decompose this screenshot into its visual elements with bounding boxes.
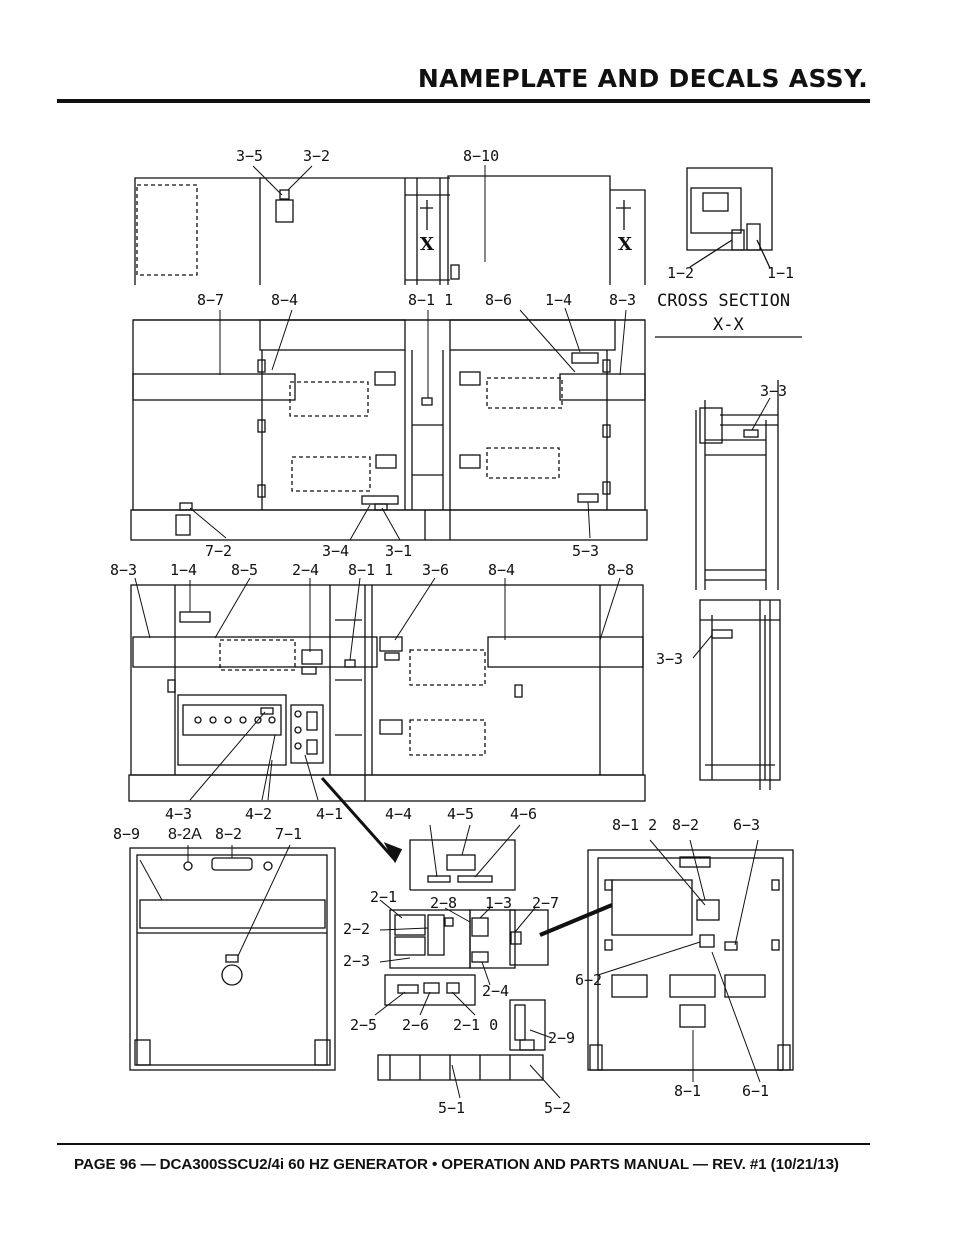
section-caption: CROSS SECTION	[657, 291, 790, 311]
callout-5-3: 5−3	[572, 542, 599, 560]
callout-2-5: 2−5	[350, 1016, 377, 1034]
callout-6-1: 6−1	[742, 1082, 769, 1100]
callout-8-11: 8−1 1	[408, 291, 453, 309]
callout-5-2: 5−2	[544, 1099, 571, 1117]
panel-detail-drawing	[377, 839, 549, 1081]
leader-lines	[134, 165, 771, 1099]
callout-2-3: 2−3	[343, 952, 370, 970]
end-view-lower-drawing	[699, 599, 781, 790]
callout-8-3: 8−3	[609, 291, 636, 309]
callout-2-4-b: 2−4	[482, 982, 509, 1000]
callout-1-4: 1−4	[545, 291, 572, 309]
callout-8-5: 8−5	[231, 561, 258, 579]
callout-1-4-b: 1−4	[170, 561, 197, 579]
page-footer: PAGE 96 — DCA300SSCU2/4i 60 HZ GENERATOR…	[74, 1156, 839, 1173]
header-rule	[57, 99, 870, 103]
callout-2-2: 2−2	[343, 920, 370, 938]
callout-2-1: 2−1	[370, 888, 397, 906]
callout-6-2: 6−2	[575, 971, 602, 989]
callout-4-1: 4−1	[316, 805, 343, 823]
callout-4-6: 4−6	[510, 805, 537, 823]
callout-2-8: 2−8	[430, 894, 457, 912]
callout-3-3-lower: 3−3	[656, 650, 683, 668]
pointer-arrows	[320, 777, 613, 937]
callout-8-12: 8−1 2	[612, 816, 657, 834]
callout-3-2: 3−2	[303, 147, 330, 165]
callout-4-5: 4−5	[447, 805, 474, 823]
callout-3-4: 3−4	[322, 542, 349, 560]
callout-4-3: 4−3	[165, 805, 192, 823]
end-view-upper-drawing	[695, 380, 779, 590]
side-view-2-drawing	[128, 584, 646, 802]
callout-6-3: 6−3	[733, 816, 760, 834]
callout-3-1: 3−1	[385, 542, 412, 560]
callout-8-2: 8−2	[215, 825, 242, 843]
callout-2-4: 2−4	[292, 561, 319, 579]
callout-8-4: 8−4	[271, 291, 298, 309]
callout-8-9: 8−9	[113, 825, 140, 843]
callout-3-5: 3−5	[236, 147, 263, 165]
callout-2-7: 2−7	[532, 894, 559, 912]
callout-8-8: 8−8	[607, 561, 634, 579]
callout-1-2: 1−2	[667, 264, 694, 282]
callout-8-11-b: 8−1 1	[348, 561, 393, 579]
callout-7-1: 7−1	[275, 825, 302, 843]
section-mark-left: X	[420, 234, 434, 255]
callout-8-7: 8−7	[197, 291, 224, 309]
callout-2-6: 2−6	[402, 1016, 429, 1034]
callout-7-2: 7−2	[205, 542, 232, 560]
callout-1-1: 1−1	[767, 264, 794, 282]
callout-8-2-c: 8−2	[672, 816, 699, 834]
callout-8-6: 8−6	[485, 291, 512, 309]
callout-3-6: 3−6	[422, 561, 449, 579]
callout-4-4: 4−4	[385, 805, 412, 823]
cross-section-drawing	[655, 167, 802, 338]
callout-2-9: 2−9	[548, 1029, 575, 1047]
callout-5-1: 5−1	[438, 1099, 465, 1117]
callout-8-4-b: 8−4	[488, 561, 515, 579]
callout-8-2A: 8-2A	[168, 826, 202, 843]
rear-view-drawing	[587, 849, 794, 1071]
front-view-drawing	[129, 847, 336, 1071]
callout-labels: 3−5 3−2 8−10 1−2 1−1 8−7 8−4 8−1 1 8−6 1…	[110, 147, 794, 1117]
footer-rule	[57, 1143, 870, 1145]
callout-1-3: 1−3	[485, 894, 512, 912]
callout-4-2: 4−2	[245, 805, 272, 823]
callout-8-1: 8−1	[674, 1082, 701, 1100]
page-title: NAMEPLATE AND DECALS ASSY.	[417, 64, 868, 93]
section-mark-right: X	[618, 234, 632, 255]
callout-2-10: 2−1 0	[453, 1016, 498, 1034]
callout-8-3-b: 8−3	[110, 561, 137, 579]
callout-3-3-upper: 3−3	[760, 382, 787, 400]
section-id: X-X	[713, 315, 744, 335]
callout-8-10: 8−10	[463, 147, 499, 165]
side-view-1-drawing	[130, 319, 648, 541]
top-view-drawing	[134, 175, 646, 285]
